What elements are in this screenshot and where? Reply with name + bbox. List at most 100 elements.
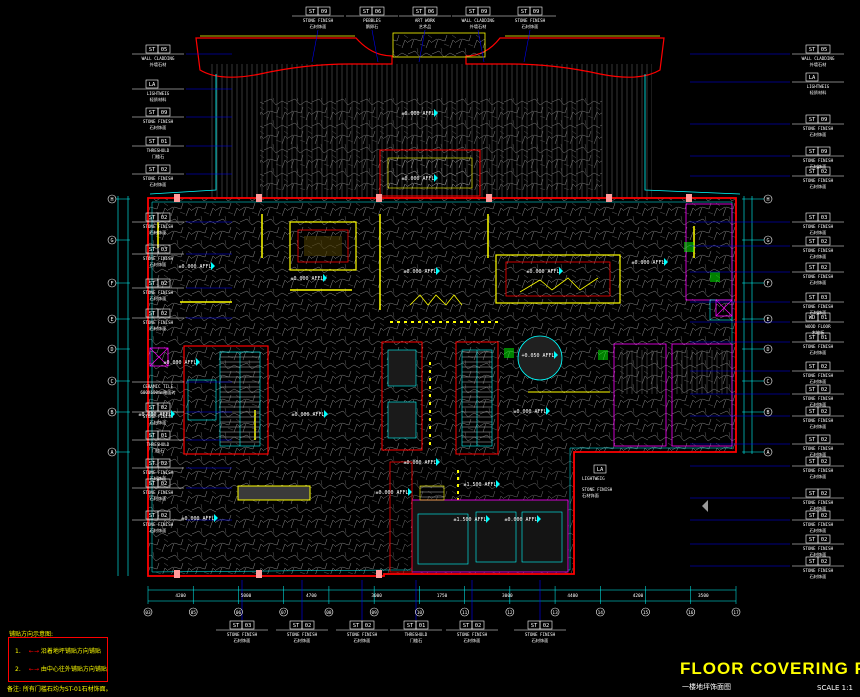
elevation-marker-8 <box>554 351 558 359</box>
bottom-tag-3-num: 01 <box>419 623 426 629</box>
left-tag-3-label: THRESHOLD <box>147 148 170 153</box>
grid-label-bottom-2: 06 <box>236 610 242 616</box>
elevation-marker-17 <box>537 515 541 523</box>
left-tag-13-num-box <box>157 478 171 488</box>
right-tag-5-num-box <box>817 212 831 222</box>
elevation-label-4: ±0.000 AFFL <box>403 269 436 275</box>
grid-label-right-E: E <box>766 317 769 323</box>
left-tag-3-cn: 门槛石 <box>152 153 165 160</box>
grid-label-right-C: C <box>766 379 769 385</box>
grid-label-left-H: H <box>110 197 113 203</box>
bottom-tag-4-cn: 石材饰面 <box>464 637 481 644</box>
left-tag-1-code-box <box>145 79 159 89</box>
right-tag-2-num: 09 <box>821 117 828 123</box>
bottom-tag-5-cn: 石材饰面 <box>532 637 549 644</box>
right-tag-18-cn: 石材饰面 <box>810 551 827 558</box>
right-tag-13-cn: 石材饰面 <box>810 423 827 430</box>
inner-tag-sub: STONE FINISH <box>582 487 613 492</box>
left-tag-10-code: ST <box>149 405 156 411</box>
left-tag-6-num-box <box>157 244 171 254</box>
right-tag-19-cn: 石材饰面 <box>810 573 827 580</box>
grid-bubble-bottom-13 <box>731 607 741 617</box>
top-tag-0-num: 09 <box>321 9 328 15</box>
left-tag-4-label: STONE FINISH <box>143 176 174 181</box>
bottom-tag-1-label: STONE FINISH <box>287 632 318 637</box>
elevation-marker-12 <box>436 458 440 466</box>
left-tag-6-num: 03 <box>161 247 168 253</box>
right-tag-7-num: 02 <box>821 265 828 271</box>
grid-bubble-bottom-0 <box>143 607 153 617</box>
right-tag-5-num: 03 <box>821 215 828 221</box>
left-tag-11-label: THRESHOLD <box>147 442 170 447</box>
right-tag-0-code: ST <box>809 47 816 53</box>
left-tag-12-label: STONE FINISH <box>143 470 174 475</box>
grid-bubble-bottom-10 <box>596 607 605 617</box>
left-tag-0-num-box <box>157 44 171 54</box>
right-tag-10-label: STONE FINISH <box>803 344 834 349</box>
right-tag-9-label: WOOD FLOOR <box>805 324 831 329</box>
left-tag-7-num: 02 <box>161 281 168 287</box>
grid-label-bottom-8: 12 <box>507 610 513 616</box>
right-tag-10-code: ST <box>809 335 816 341</box>
left-tag-4-num-box <box>157 164 171 174</box>
left-tag-8-num: 02 <box>161 311 168 317</box>
left-tag-13-label: STONE FINISH <box>143 490 174 495</box>
dimension-bottom-4: 1750 <box>437 593 448 599</box>
right-tag-10-cn: 石材饰面 <box>810 349 827 356</box>
bottom-tag-0-code: ST <box>233 623 240 629</box>
right-tag-18-num-box <box>817 534 831 544</box>
dimension-bottom-0: 4200 <box>175 593 186 599</box>
drawing-subtitle: 一楼地坪饰面图 <box>682 683 731 691</box>
right-tag-18-num: 02 <box>821 537 828 543</box>
right-tag-16-label: STONE FINISH <box>803 500 834 505</box>
grid-bubble-bottom-12 <box>686 607 696 617</box>
grid-bubble-bottom-2 <box>234 607 243 617</box>
left-tag-5-num-box <box>157 212 171 222</box>
right-tag-4-num-box <box>817 166 831 176</box>
left-tag-5-code: ST <box>149 215 156 221</box>
left-tag-8-code: ST <box>149 311 156 317</box>
grid-label-left-E: E <box>110 317 113 323</box>
elevation-label-16: ±1.500 AFFL <box>453 517 486 523</box>
left-tag-14-code: ST <box>149 513 156 519</box>
top-tag-4-num-box <box>529 6 543 16</box>
grid-label-right-H: H <box>766 197 769 203</box>
right-tag-0-cn: 外墙石材 <box>810 61 827 68</box>
dimension-bottom-5: 3000 <box>502 593 513 599</box>
left-tag-5-num: 02 <box>161 215 168 221</box>
right-tag-12-num-box <box>817 384 831 394</box>
right-tag-16-num: 02 <box>821 491 828 497</box>
bottom-tag-1-cn: 石材饰面 <box>294 637 311 644</box>
left-tag-11-num-box <box>157 430 171 440</box>
grid-label-bottom-1: 05 <box>191 610 197 616</box>
left-tag-7-code: ST <box>149 281 156 287</box>
top-tag-1-cn: 鹅卵石 <box>366 23 379 30</box>
top-tag-4-label: STONE FINISH <box>515 18 546 23</box>
footnote: 备注: 所有门槛石均为ST-01石材饰面。 <box>7 686 112 693</box>
right-tag-11-cn: 石材饰面 <box>810 378 827 385</box>
right-tag-12-label: STONE FINISH <box>803 396 834 401</box>
bottom-tag-5-label: STONE FINISH <box>525 632 556 637</box>
top-tag-0-cn: 石材饰面 <box>310 23 327 30</box>
left-tag-4-cn: 石材饰面 <box>150 181 167 188</box>
grid-label-left-B: B <box>110 410 113 416</box>
grid-label-bottom-11: 15 <box>643 610 649 616</box>
right-tag-15-code: ST <box>809 459 816 465</box>
top-tag-leader-0 <box>311 29 319 63</box>
right-tag-3-label: STONE FINISH <box>803 158 834 163</box>
grid-label-right-B: B <box>766 410 769 416</box>
elevation-marker-0 <box>434 109 438 117</box>
right-tag-4-cn: 石材饰面 <box>810 183 827 190</box>
elevation-label-17: ±0.000 AFFL <box>504 517 537 523</box>
right-tag-4-num: 02 <box>821 169 828 175</box>
right-tag-14-code: ST <box>809 437 816 443</box>
right-tag-6-code: ST <box>809 239 816 245</box>
right-tag-12-num: 02 <box>821 387 828 393</box>
inner-tag-code-box <box>593 464 607 474</box>
right-tag-0-num: 05 <box>821 47 828 53</box>
top-tag-leader-3 <box>477 29 485 63</box>
top-tag-3-label: WALL CLADDING <box>462 18 495 23</box>
plan-geometry <box>117 32 753 602</box>
right-tag-11-code: ST <box>809 364 816 370</box>
